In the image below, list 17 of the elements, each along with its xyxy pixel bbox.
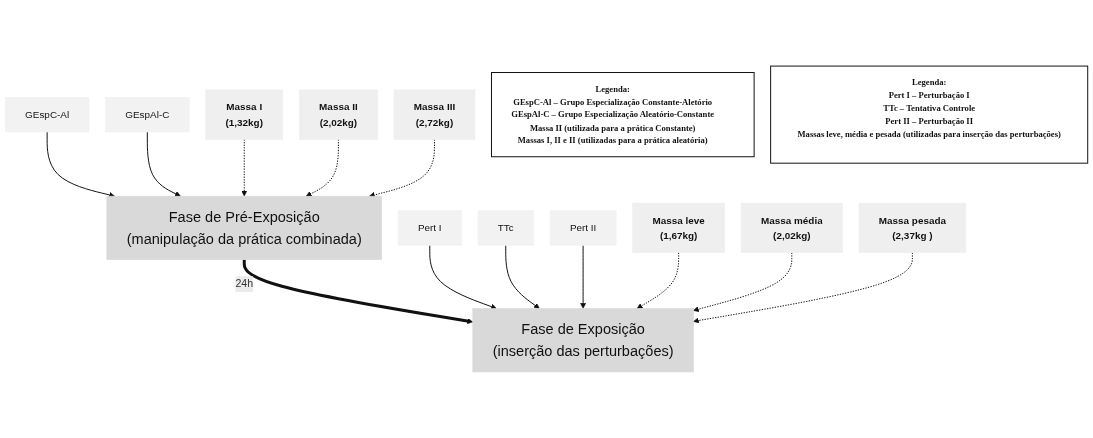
node-box: Massa leve (1,67kg) [632, 202, 725, 253]
node-box: Fase de Exposição (inserção das perturbações) [472, 308, 694, 373]
node-box: GEspC-Al [4, 96, 90, 133]
node-box: Legenda: GEspC-Al – Grupo Especialização Constante-Aletório GEspAl-C – Grupo Especialização Aleatório-Constante Massa II (utilizada para a prática Constante) Massas I, II e II (utilizadas para a prática aleatória) [491, 72, 755, 158]
node-box: Massa pesada (2,37kg ) [858, 202, 967, 253]
node-box: Fase de Pré-Exposição (manipulação da prática combinada) [106, 195, 382, 260]
node-box: Massa média (2,02kg) [740, 202, 843, 253]
node-box: Massa III (2,72kg) [393, 89, 476, 140]
node-box: Pert II [549, 210, 617, 246]
node-box: GEspAl-C [105, 96, 190, 133]
edge-label: 24h [235, 278, 254, 290]
node-box: Pert I [397, 210, 462, 246]
node-box: Legenda: Pert I – Perturbação I TTc – Tentativa Controle Pert II – Perturbação II Massas leve, média e pesada (utilizadas para inserção das perturbações) [770, 65, 1089, 164]
node-box: Massa I (1,32kg) [205, 89, 284, 140]
arrow [242, 259, 474, 324]
node-box: TTc [477, 210, 534, 246]
node-box: Massa II (2,02kg) [298, 89, 378, 140]
